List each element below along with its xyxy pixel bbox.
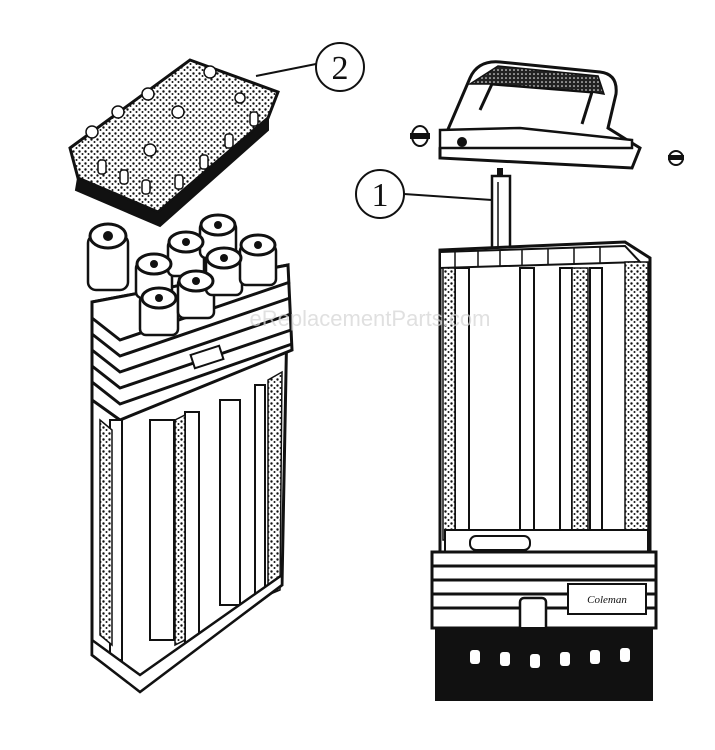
callout-1-label: 1 <box>372 177 389 214</box>
carry-handle <box>438 60 642 170</box>
callout-2-label: 2 <box>332 50 349 87</box>
lantern-body-right: Coleman <box>430 240 658 701</box>
screw-left <box>410 125 430 147</box>
battery-cover <box>68 58 280 228</box>
callout-1: 1 <box>355 169 493 219</box>
brand-plate-text: Coleman <box>587 594 627 606</box>
lantern-body-left <box>90 263 294 694</box>
callout-2: 2 <box>255 42 365 92</box>
watermark-text: eReplacementParts.com <box>250 306 491 331</box>
batteries <box>86 213 278 337</box>
screw-right <box>668 150 684 166</box>
